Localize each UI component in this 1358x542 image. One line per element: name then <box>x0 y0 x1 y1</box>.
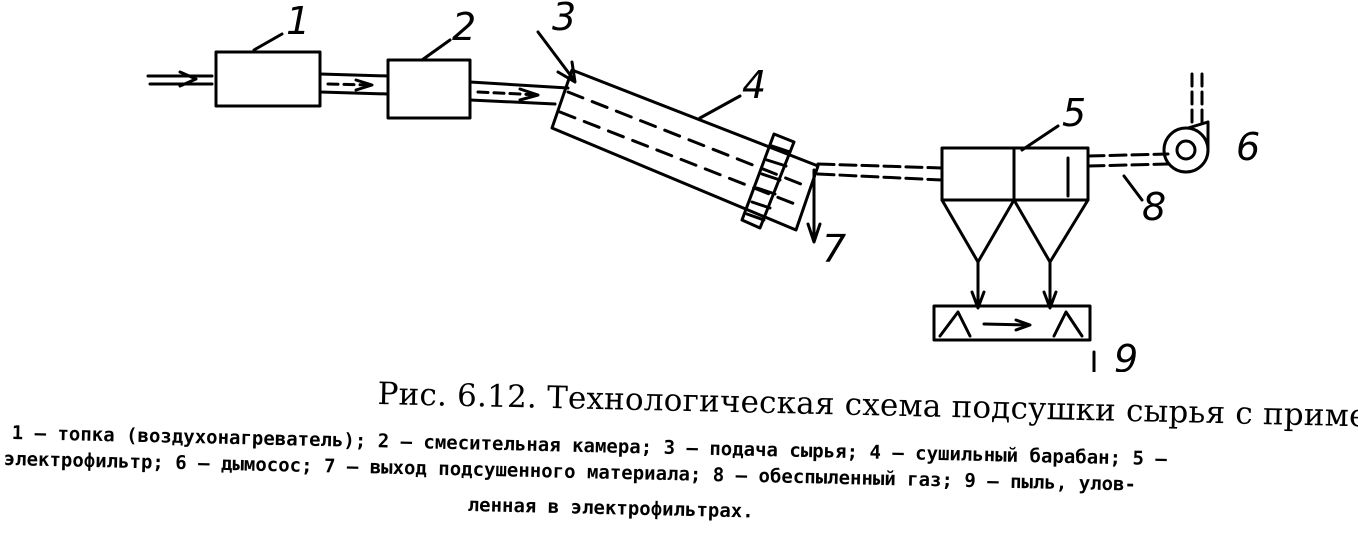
leader-5 <box>1020 124 1060 152</box>
exhauster-fan <box>1162 72 1210 174</box>
inlet-arrow <box>146 70 214 88</box>
electrostatic-precipitator <box>940 146 1090 310</box>
label-4: 4 <box>742 63 766 107</box>
leader-1 <box>252 32 284 52</box>
clean-gas-duct <box>1086 152 1170 168</box>
label-6: 6 <box>1236 125 1260 169</box>
figure-caption: Рис. 6.12. Технологическая схема подсушк… <box>0 372 1358 542</box>
label-3: 3 <box>552 0 576 39</box>
label-1: 1 <box>286 0 310 43</box>
caption-legend-line-3: ленная в электрофильтрах. <box>467 494 754 523</box>
label-8: 8 <box>1142 185 1166 229</box>
feed-arrow <box>536 30 577 84</box>
product-outlet-arrow <box>806 168 822 244</box>
gas-duct-4-5 <box>816 162 944 182</box>
label-9: 9 <box>1114 337 1138 372</box>
label-2: 2 <box>452 5 476 49</box>
leader-8 <box>1122 174 1144 202</box>
mixing-chamber-box <box>386 58 472 120</box>
label-5: 5 <box>1062 91 1086 135</box>
process-diagram: 1 2 3 4 5 6 7 8 9 <box>146 0 1260 372</box>
duct-1-2 <box>318 72 390 96</box>
leader-4 <box>698 94 742 120</box>
furnace-box <box>214 50 322 108</box>
drying-drum <box>550 68 820 232</box>
duct-2-4 <box>468 80 570 106</box>
label-7: 7 <box>822 227 846 271</box>
dust-screw-conveyor <box>932 304 1092 342</box>
leader-2 <box>420 38 452 62</box>
